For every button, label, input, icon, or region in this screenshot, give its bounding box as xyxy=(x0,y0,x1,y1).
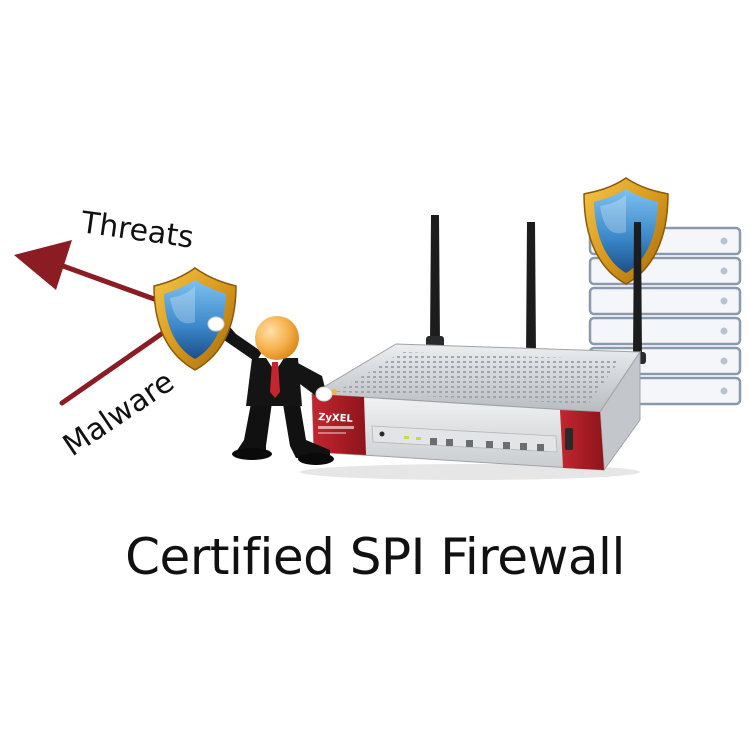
malware-label: Malware xyxy=(57,364,181,463)
threats-label: Threats xyxy=(78,205,196,256)
shield-icon xyxy=(153,267,237,371)
shield-icon xyxy=(583,177,669,285)
firewall-router: ZyXEL xyxy=(300,343,641,480)
brand-label: ZyXEL xyxy=(318,412,354,425)
caption-title: Certified SPI Firewall xyxy=(125,528,625,586)
